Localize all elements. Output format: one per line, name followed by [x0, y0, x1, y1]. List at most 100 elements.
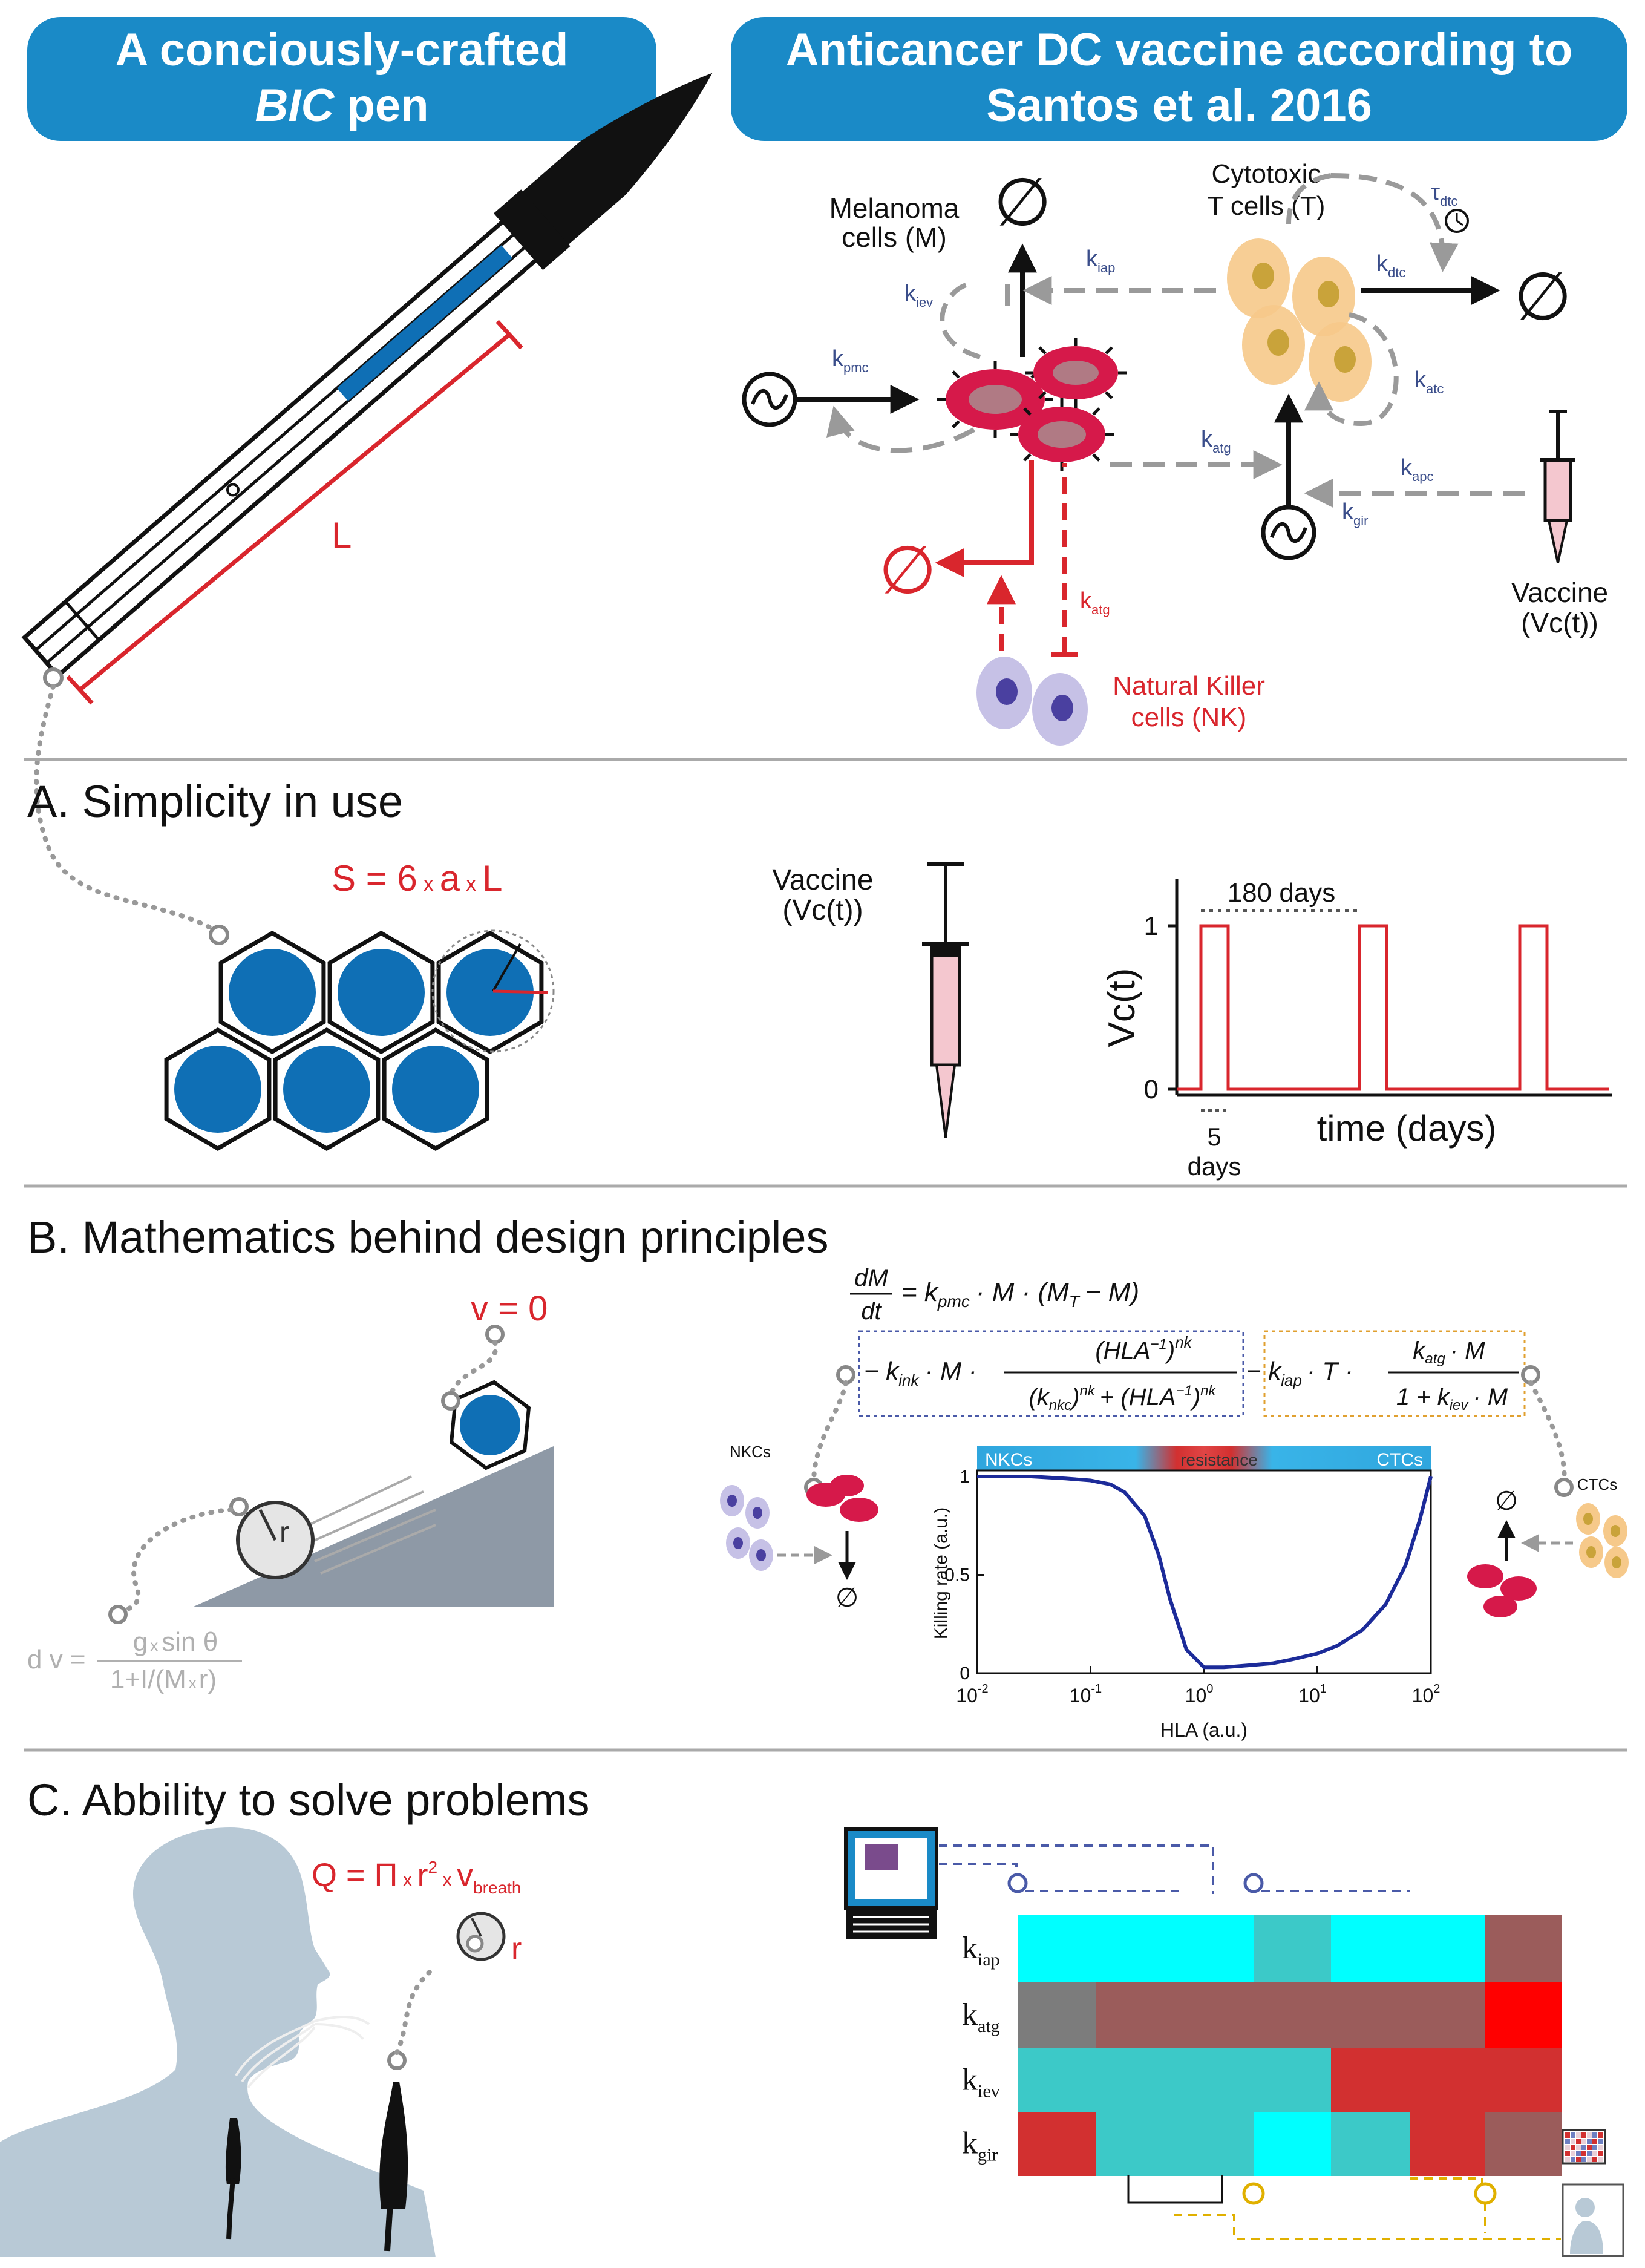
chart-ytick-label: 1: [960, 1467, 970, 1487]
pencil-lead: [229, 949, 316, 1036]
pulse-y1: 1: [1144, 911, 1159, 941]
heatmap-cell: [1485, 1915, 1562, 1982]
svg-text:dM: dM: [854, 1265, 888, 1291]
k-iev-label: kiev: [904, 281, 933, 310]
mini-heat-cell: [1581, 2145, 1586, 2150]
mini-heat-cell: [1587, 2139, 1592, 2144]
svg-text:(HLA−1)nk: (HLA−1)nk: [1095, 1333, 1192, 1364]
header-vaccine-line1: Anticancer DC vaccine according to: [786, 24, 1573, 76]
chart-color-bar: [977, 1446, 1431, 1470]
chart-bar-left-label: NKCs: [985, 1450, 1032, 1470]
equation: dM dt = kpmc· M · (MT− M) − kink· M · (H…: [850, 1265, 1526, 1417]
heatmap-cell: [1254, 1915, 1332, 1982]
pulse-period-label: 180 days: [1228, 878, 1336, 908]
heatmap-cell: [1096, 1915, 1177, 1982]
vaccine-top-label-line1: Vaccine: [1511, 577, 1608, 608]
mini-heat-cell: [1598, 2132, 1603, 2138]
heatmap-cell: [1410, 1915, 1486, 1982]
svg-text:NKCs: NKCs: [730, 1443, 771, 1461]
svg-text:BIC pen: BIC pen: [255, 80, 428, 131]
null-symbol-nk: ∅: [878, 533, 937, 608]
k-iap-label: kiap: [1086, 246, 1115, 275]
heatmap-cell: [1177, 2048, 1254, 2112]
mini-heat-cell: [1581, 2132, 1586, 2138]
chart-xtick-label: 102: [1412, 1682, 1441, 1706]
heatmap-cell: [1177, 1982, 1254, 2049]
t-cells: [1227, 238, 1372, 402]
heatmap-cell: [1410, 2048, 1486, 2112]
heatmap-row-label: kgir: [962, 2126, 998, 2165]
mini-heat-cell: [1592, 2157, 1597, 2162]
pencil-lead: [338, 949, 425, 1036]
hex-circumcircle: [431, 929, 555, 1053]
melanoma-label-line2: cells (M): [842, 221, 947, 253]
pulse-xlabel: time (days): [1317, 1108, 1497, 1149]
heatmap-cell: [1410, 1982, 1486, 2049]
heatmap-cell: [1018, 1982, 1097, 2049]
heatmap-cell: [1096, 2048, 1177, 2112]
k-atg-label-top: katg: [1201, 427, 1231, 456]
svg-text:d v =: d v =: [27, 1645, 86, 1674]
pulse-trace: [1177, 924, 1609, 1091]
svg-text:CTCs: CTCs: [1577, 1475, 1617, 1493]
heatmap-cell: [1485, 1982, 1562, 2049]
mini-heat-cell: [1592, 2151, 1597, 2156]
pulse-y0: 0: [1144, 1075, 1159, 1104]
k-pmc-label: kpmc: [832, 346, 869, 375]
chart-bar-right-label: CTCs: [1376, 1450, 1423, 1470]
svg-text:= kpmc· M · (MT− M): = kpmc· M · (MT− M): [901, 1277, 1139, 1311]
computer-icon: [844, 1827, 938, 1939]
header-vaccine: Anticancer DC vaccine according to Santo…: [731, 17, 1627, 141]
ramp-illustration: r v = 0: [108, 1289, 554, 1624]
section-c-title: C. Abbility to solve problems: [27, 1775, 590, 1825]
mini-heat-cell: [1587, 2145, 1592, 2150]
svg-text:1+I/(Mxr): 1+I/(Mxr): [110, 1665, 217, 1694]
chart-xtick-label: 100: [1185, 1682, 1214, 1706]
syringe-top: [1540, 410, 1575, 563]
pen-connector-node: [43, 667, 64, 688]
chart-xtick-label: 10-1: [1070, 1682, 1102, 1706]
heatmap-cell: [1177, 1915, 1254, 1982]
nk-label-line1: Natural Killer: [1113, 671, 1265, 701]
ramp-radius-label: r: [280, 1516, 289, 1549]
header-pen: A conciously-crafted BIC pen: [27, 17, 656, 141]
eq-nkc-box: [858, 1330, 1244, 1417]
k-dtc-label: kdtc: [1376, 251, 1405, 280]
heatmap-cell: [1254, 2048, 1332, 2112]
hexagon-pencils: [164, 929, 555, 1152]
pulse-chart: 1 0 Vc(t) 180 days 5 days time (days): [1101, 878, 1612, 1181]
nk-label-line2: cells (NK): [1131, 703, 1247, 732]
pulse-duration-num: 5: [1207, 1123, 1221, 1151]
mini-heat-cell: [1565, 2132, 1570, 2138]
mini-heat-cell: [1581, 2151, 1586, 2156]
heatmap-cell: [1177, 2112, 1254, 2176]
chart-xlabel: HLA (a.u.): [1160, 1719, 1248, 1741]
pencil-lead: [174, 1046, 261, 1133]
pen-length-line: [78, 333, 511, 692]
k-atg-label-nk: katg: [1080, 588, 1110, 617]
c-radius-label: r: [511, 1932, 522, 1967]
melanoma-cells: [937, 338, 1127, 471]
pencil-lead: [446, 949, 534, 1036]
vaccine-a-label-line2: (Vc(t)): [782, 894, 863, 926]
source-icon-melanoma: [742, 372, 797, 427]
chart-ytick-label: 0: [960, 1663, 970, 1683]
mini-heat-cell: [1581, 2139, 1586, 2144]
mini-heat-cell: [1571, 2157, 1575, 2162]
pencil-lead: [283, 1046, 370, 1133]
mini-heat-cell: [1598, 2157, 1603, 2162]
chart-ytick-label: 0.5: [944, 1565, 970, 1585]
melanoma-label-line1: Melanoma: [829, 192, 960, 224]
mini-heat-cell: [1576, 2145, 1581, 2150]
null-symbol-melanoma: ∅: [993, 165, 1051, 240]
mini-heat-cell: [1571, 2132, 1575, 2138]
svg-text:∅: ∅: [836, 1583, 858, 1613]
k-atc-label: katc: [1414, 367, 1444, 396]
mini-heat-cell: [1598, 2139, 1603, 2144]
mini-heat-cell: [1581, 2157, 1586, 2162]
mini-heat-cell: [1587, 2132, 1592, 2138]
